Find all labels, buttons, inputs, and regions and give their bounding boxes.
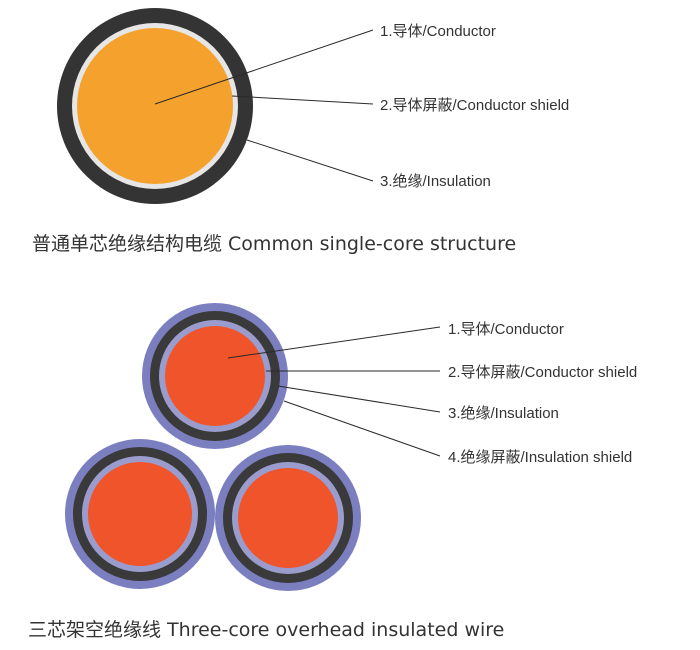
three-label-conductor-shield: 2.导体屏蔽/Conductor shield bbox=[448, 364, 637, 381]
single-leader-insulation bbox=[246, 139, 374, 182]
three-leader-conductor bbox=[227, 326, 441, 359]
core-top-conductor bbox=[165, 326, 265, 426]
single-leader-conductor-shield bbox=[231, 95, 374, 105]
core-right-conductor bbox=[238, 468, 338, 568]
three-leader-insulation-shield bbox=[283, 400, 441, 457]
single-label-conductor-shield: 2.导体屏蔽/Conductor shield bbox=[380, 97, 569, 114]
single-core-cable: 1.导体/Conductor 2.导体屏蔽/Conductor shield 3… bbox=[32, 8, 569, 255]
single-leader-conductor bbox=[154, 29, 374, 105]
three-label-conductor: 1.导体/Conductor bbox=[448, 321, 564, 338]
single-conductor bbox=[77, 28, 233, 184]
core-top bbox=[142, 303, 288, 449]
single-label-insulation: 3.绝缘/Insulation bbox=[380, 173, 491, 190]
three-core-cable: 1.导体/Conductor 2.导体屏蔽/Conductor shield 3… bbox=[28, 303, 637, 641]
single-core-caption: 普通单芯绝缘结构电缆 Common single-core structure bbox=[32, 233, 516, 255]
three-label-insulation: 3.绝缘/Insulation bbox=[448, 405, 559, 422]
three-core-caption: 三芯架空绝缘线 Three-core overhead insulated wi… bbox=[28, 619, 504, 641]
single-label-conductor: 1.导体/Conductor bbox=[380, 23, 496, 40]
core-left-conductor bbox=[88, 462, 192, 566]
three-leader-insulation bbox=[277, 385, 441, 413]
core-right bbox=[215, 445, 361, 591]
three-label-insulation-shield: 4.绝缘屏蔽/Insulation shield bbox=[448, 449, 632, 466]
core-left bbox=[65, 439, 215, 589]
